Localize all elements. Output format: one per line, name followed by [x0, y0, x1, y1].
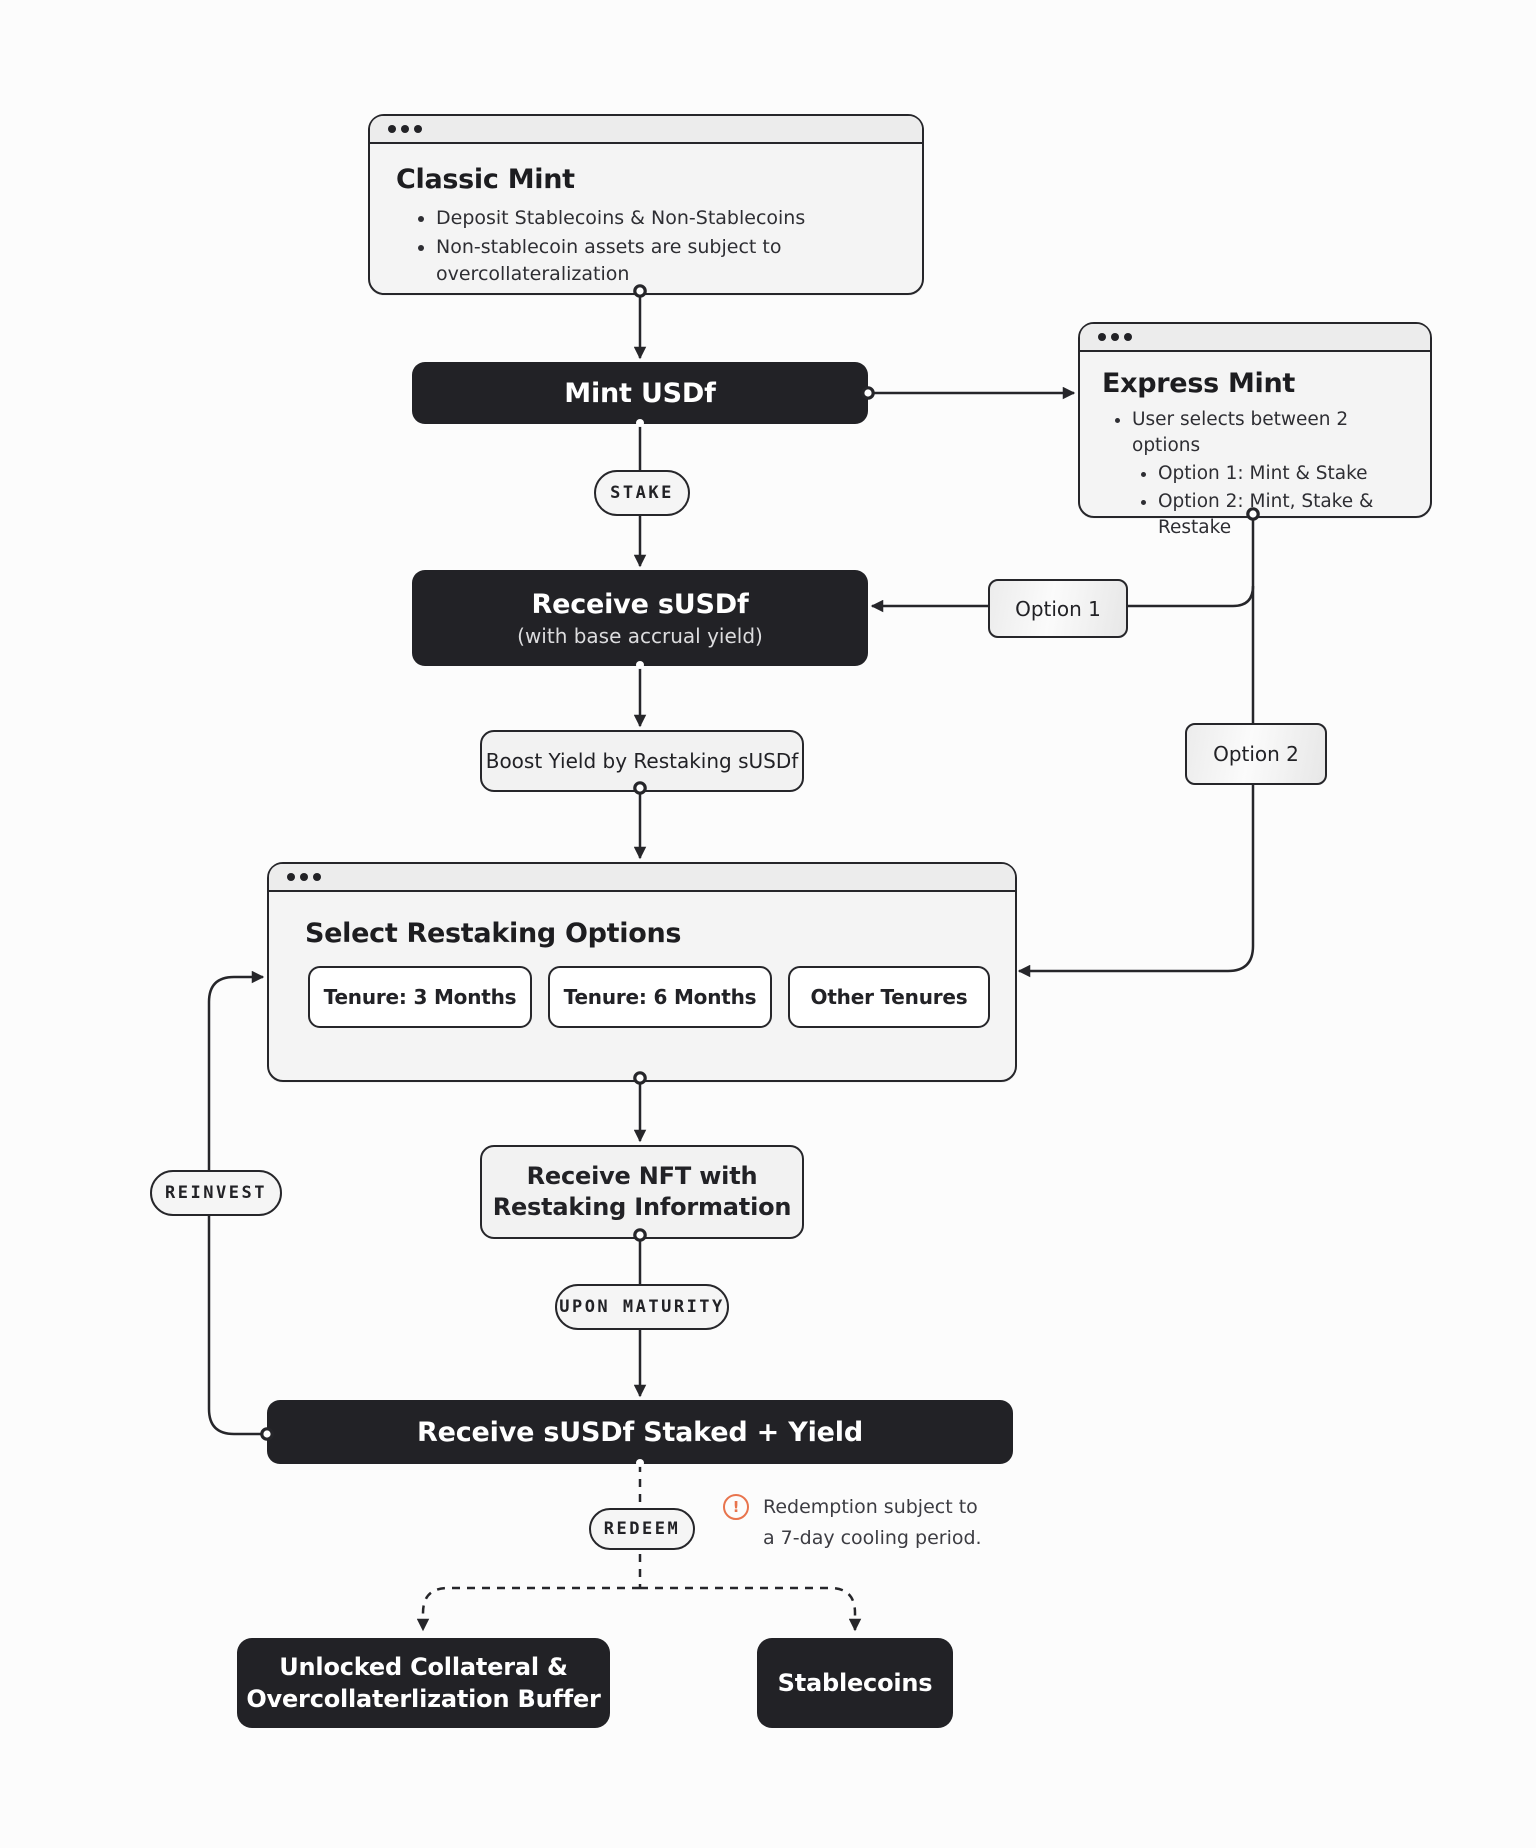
option2-badge: Option 2: [1185, 723, 1327, 785]
upon-maturity-label-pill: UPON MATURITY: [555, 1284, 729, 1330]
reinvest-label-pill: REINVEST: [150, 1170, 282, 1216]
staked-yield-bar: Receive sUSDf Staked + Yield: [267, 1400, 1013, 1464]
stablecoins-node: Stablecoins: [757, 1638, 953, 1728]
warning-glyph: !: [732, 1498, 740, 1516]
redemption-note-line1: Redemption subject to: [763, 1496, 978, 1518]
tenure-3-months-button: Tenure: 3 Months: [308, 966, 532, 1028]
option2-label: Option 2: [1213, 742, 1299, 766]
mint-usdf-label: Mint USDf: [564, 377, 716, 409]
unlocked-collateral-line1: Unlocked Collateral &: [279, 1653, 568, 1681]
reinvest-label: REINVEST: [165, 1183, 267, 1203]
express-mint-titlebar: [1080, 324, 1430, 352]
classic-mint-titlebar: [370, 116, 922, 144]
classic-mint-window: Classic Mint Deposit Stablecoins & Non-S…: [368, 114, 924, 295]
unlocked-collateral-node: Unlocked Collateral & Overcollaterlizati…: [237, 1638, 610, 1728]
redemption-note: ! Redemption subject to a 7-day cooling …: [723, 1492, 983, 1554]
boost-yield-label: Boost Yield by Restaking sUSDf: [485, 749, 799, 773]
other-tenures-button: Other Tenures: [788, 966, 990, 1028]
express-mint-bullet: User selects between 2 options: [1132, 407, 1412, 459]
express-mint-sub-bullet: Option 2: Mint, Stake & Restake: [1158, 489, 1412, 541]
unlocked-collateral-line2: Overcollaterlization Buffer: [246, 1685, 601, 1713]
redemption-note-line2: a 7-day cooling period.: [763, 1527, 982, 1549]
tenure-3-months-label: Tenure: 3 Months: [323, 985, 517, 1009]
classic-mint-bullet: Non-stablecoin assets are subject to ove…: [436, 234, 870, 288]
receive-susdf-node: Receive sUSDf (with base accrual yield): [412, 570, 868, 666]
classic-mint-bullet: Deposit Stablecoins & Non-Stablecoins: [436, 205, 870, 232]
upon-maturity-label: UPON MATURITY: [559, 1297, 725, 1317]
mint-usdf-node: Mint USDf: [412, 362, 868, 424]
redeem-label: REDEEM: [603, 1519, 681, 1539]
window-controls-dots-icon: [1098, 333, 1132, 341]
select-restaking-titlebar: [269, 864, 1015, 892]
receive-nft-node: Receive NFT with Restaking Information: [480, 1145, 804, 1239]
express-mint-window: Express Mint User selects between 2 opti…: [1078, 322, 1432, 538]
receive-susdf-title: Receive sUSDf: [531, 588, 749, 620]
warning-icon: !: [723, 1494, 749, 1520]
receive-nft-line2: Restaking Information: [492, 1193, 792, 1221]
stake-label-pill: STAKE: [594, 470, 690, 516]
tenure-6-months-label: Tenure: 6 Months: [563, 985, 757, 1009]
express-mint-sub-bullet: Option 1: Mint & Stake: [1158, 461, 1412, 487]
window-controls-dots-icon: [287, 873, 321, 881]
stake-label: STAKE: [610, 483, 674, 503]
other-tenures-label: Other Tenures: [810, 985, 968, 1009]
boost-yield-node: Boost Yield by Restaking sUSDf: [480, 730, 804, 792]
option1-label: Option 1: [1015, 596, 1101, 621]
select-restaking-title: Select Restaking Options: [305, 918, 682, 949]
tenure-6-months-button: Tenure: 6 Months: [548, 966, 772, 1028]
receive-susdf-subtitle: (with base accrual yield): [517, 623, 763, 648]
select-restaking-window: Select Restaking Options Tenure: 3 Month…: [267, 862, 1017, 1082]
express-mint-title: Express Mint: [1102, 368, 1296, 399]
option1-badge: Option 1: [988, 579, 1128, 638]
staked-yield-label: Receive sUSDf Staked + Yield: [417, 1416, 863, 1448]
redeem-label-pill: REDEEM: [589, 1508, 695, 1550]
stablecoins-label: Stablecoins: [777, 1669, 933, 1697]
window-controls-dots-icon: [388, 125, 422, 133]
classic-mint-title: Classic Mint: [396, 164, 575, 195]
receive-nft-line1: Receive NFT with: [526, 1162, 758, 1190]
